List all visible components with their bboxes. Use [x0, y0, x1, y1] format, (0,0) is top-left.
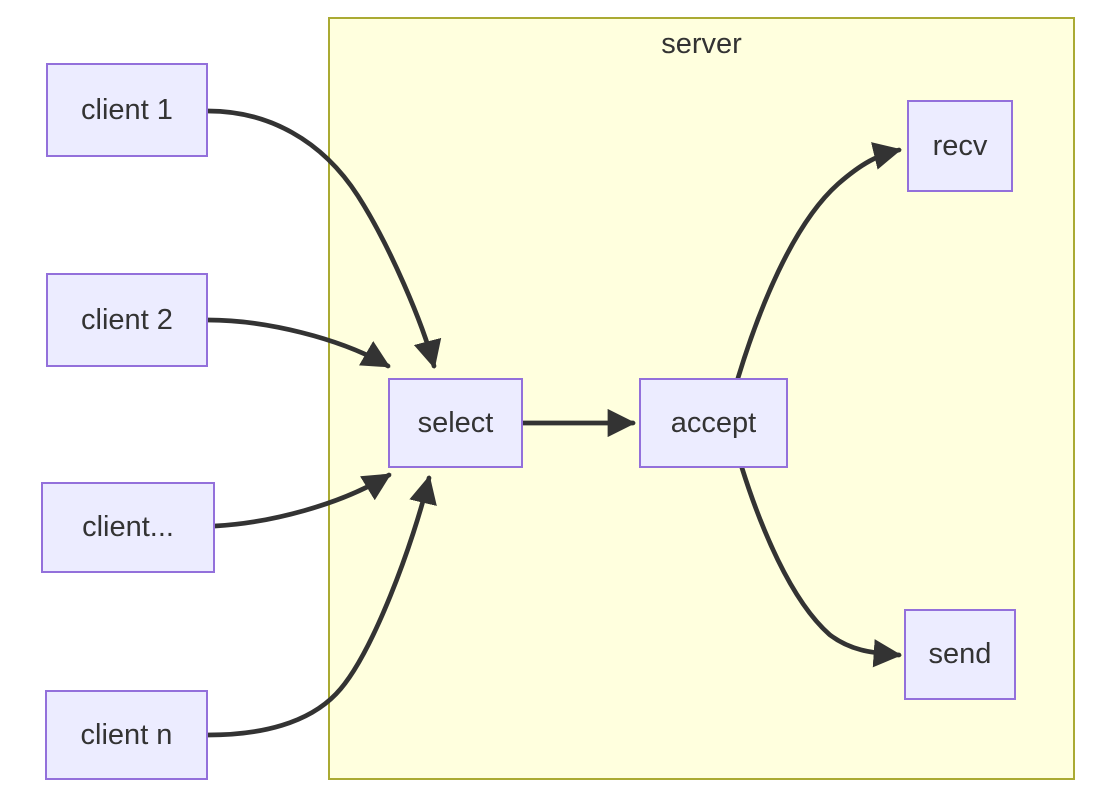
node-send: send: [904, 609, 1016, 700]
node-client-n-label: client n: [80, 718, 173, 751]
node-client-n: client n: [45, 690, 208, 780]
node-select: select: [388, 378, 523, 468]
node-client-1: client 1: [46, 63, 208, 157]
node-select-label: select: [417, 406, 494, 439]
node-client-ellipsis-label: client...: [82, 511, 174, 543]
server-subgraph-label: server: [661, 28, 742, 60]
node-recv-label: recv: [932, 129, 988, 162]
node-accept-label: accept: [670, 406, 757, 439]
node-client-1-label: client 1: [81, 93, 173, 126]
node-client-2-label: client 2: [81, 303, 173, 336]
node-client-ellipsis: client...: [41, 482, 215, 573]
node-recv: recv: [907, 100, 1013, 192]
node-client-2: client 2: [46, 273, 208, 367]
node-send-label: send: [928, 638, 992, 670]
node-accept: accept: [639, 378, 788, 468]
